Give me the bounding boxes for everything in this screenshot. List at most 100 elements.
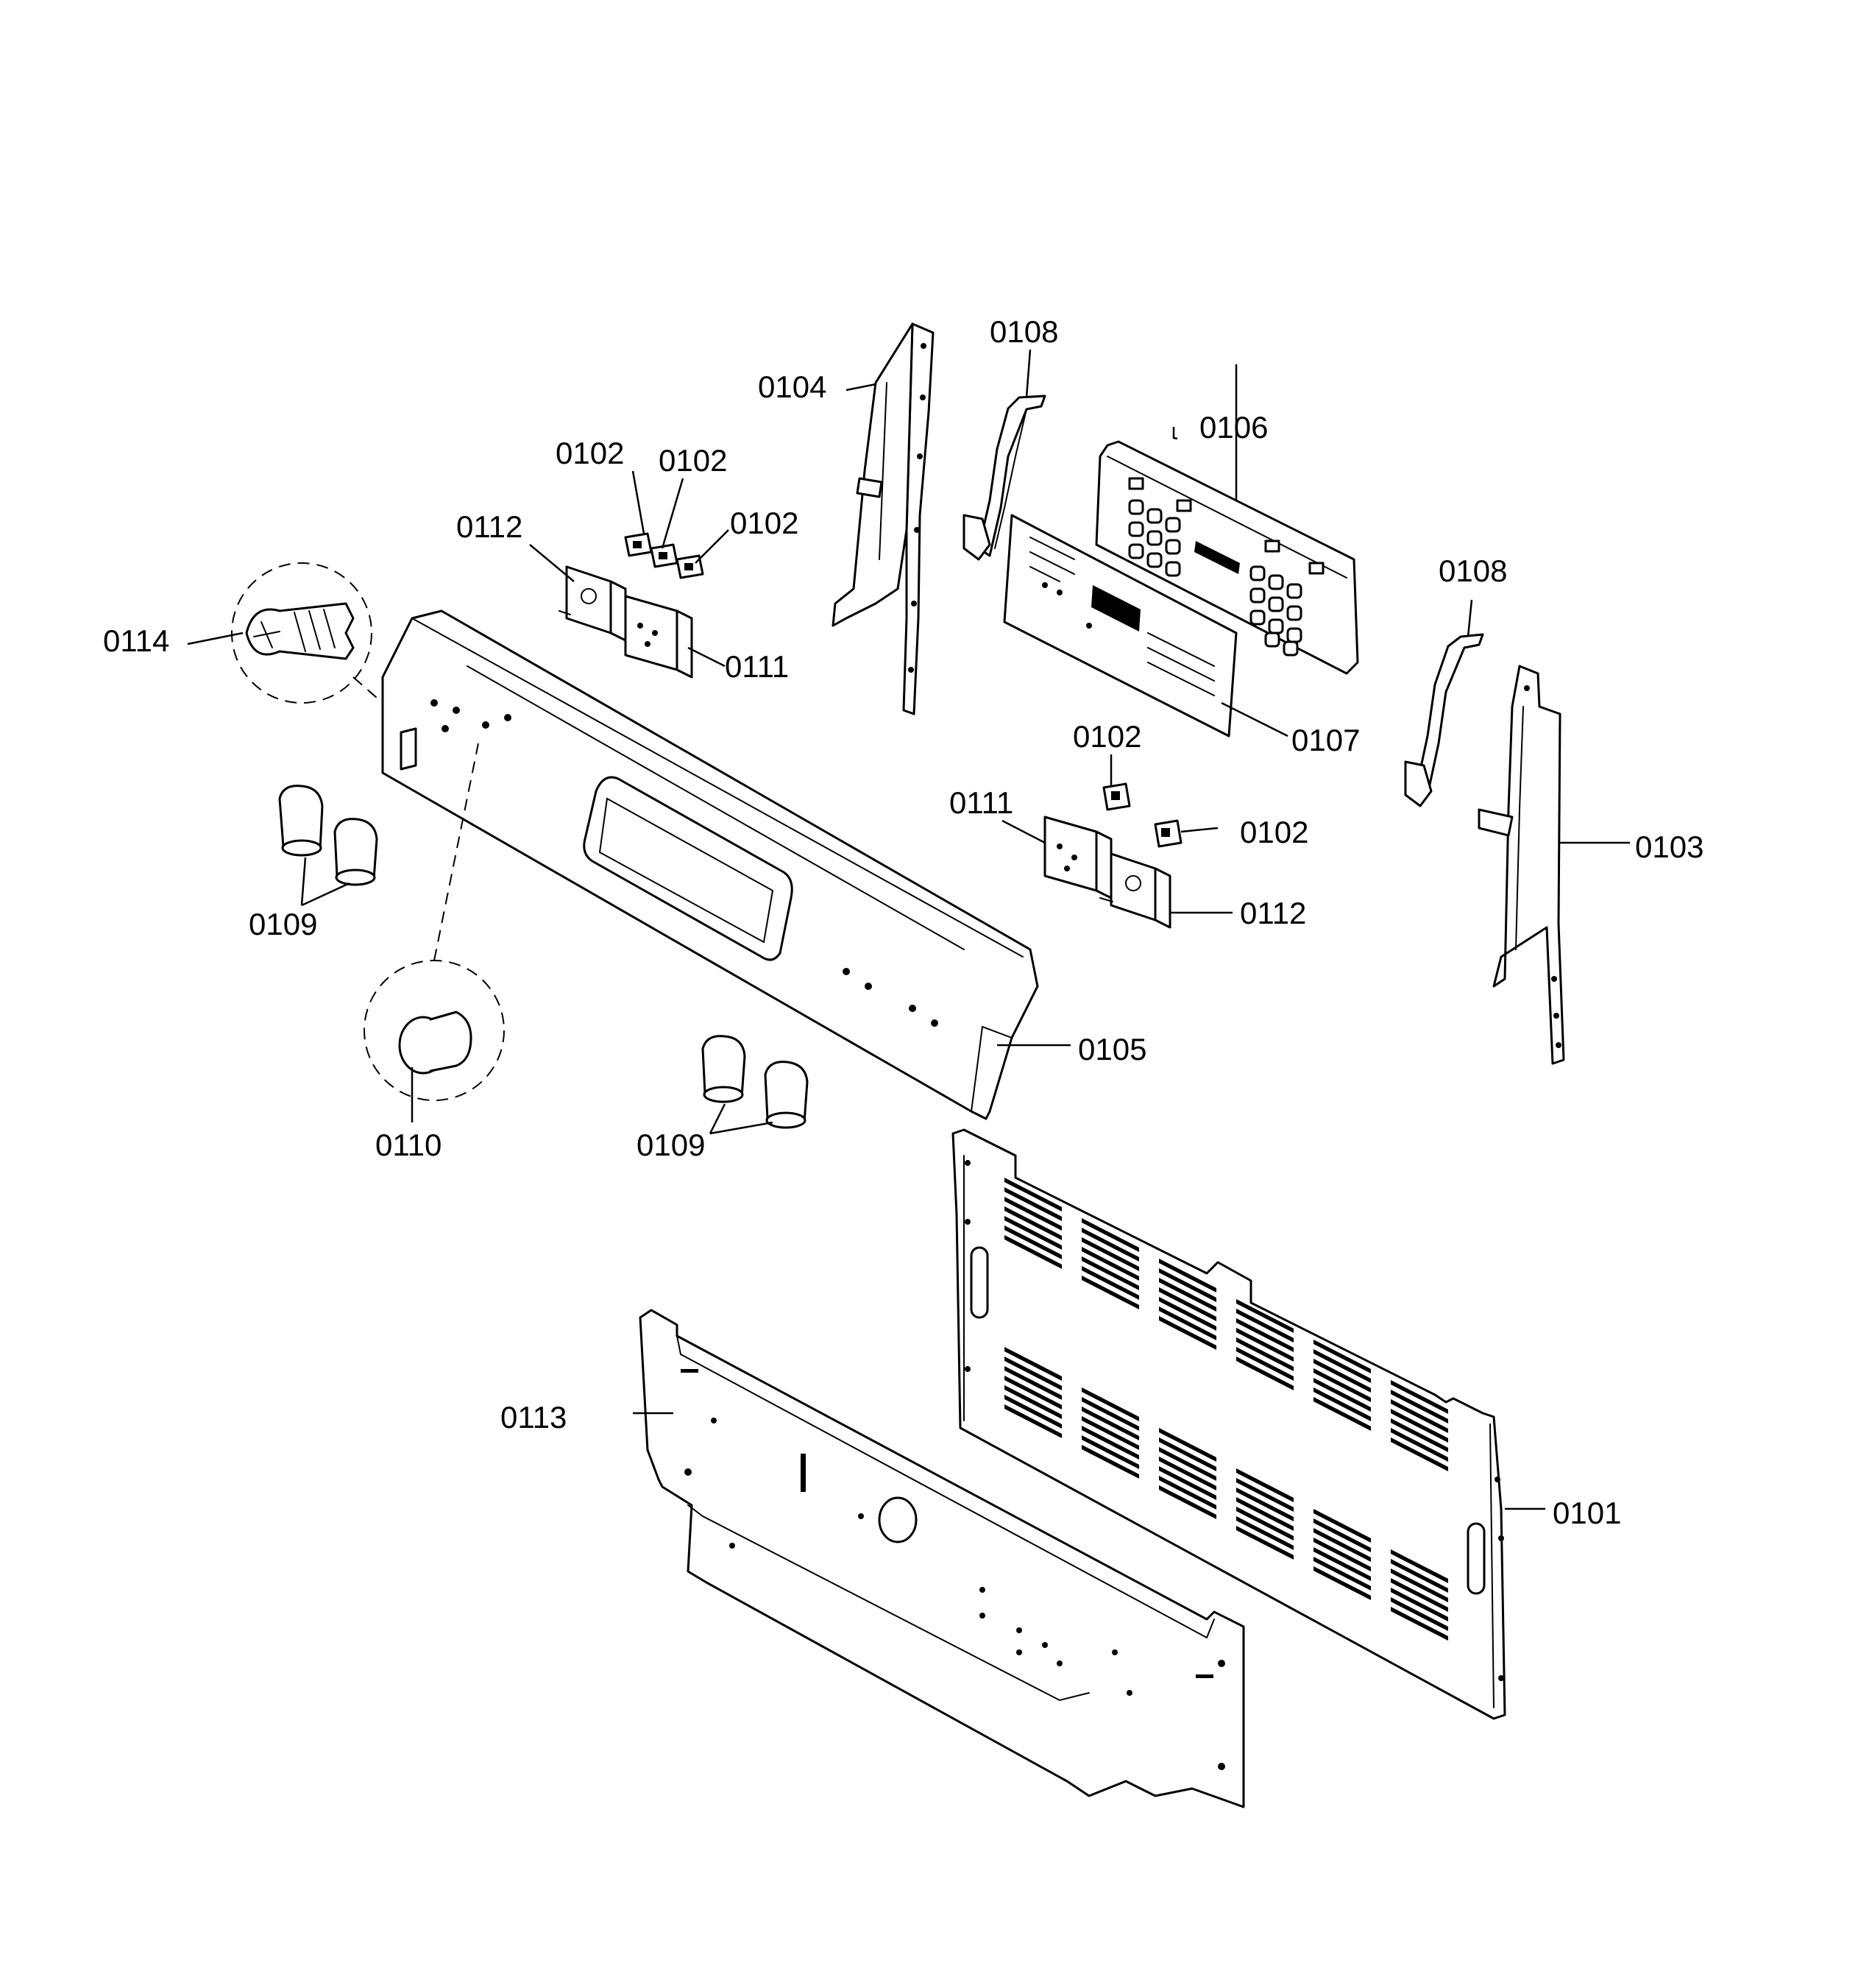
vent-slot: [1004, 1385, 1062, 1419]
vent-slot: [1236, 1507, 1294, 1540]
screw-detail: [231, 562, 413, 729]
side-bracket-right-part: [1478, 665, 1565, 1065]
board-button: [1286, 605, 1302, 621]
vent-slot: [1159, 1316, 1216, 1350]
callout-0101: 0101: [1553, 1496, 1621, 1530]
control-panel-part: [381, 609, 1039, 1120]
switch-cluster-top: [624, 532, 704, 579]
vent-slot: [1082, 1407, 1139, 1440]
board-display: [1194, 541, 1240, 574]
vent-slot: [1313, 1509, 1371, 1543]
vent-slot: [1082, 1445, 1139, 1479]
board-button: [1249, 565, 1266, 581]
board-button: [1128, 521, 1144, 537]
callout-0102-e: 0102: [1240, 815, 1308, 849]
board-button: [1146, 508, 1163, 524]
vent-slot: [1313, 1538, 1371, 1571]
vent-slot: [1391, 1390, 1448, 1423]
callout-0112-right: 0112: [1240, 896, 1306, 930]
vent-slot: [1391, 1380, 1448, 1414]
callout-0102-a: 0102: [556, 436, 624, 470]
knob-cap-detail: [364, 743, 505, 1101]
vent-slot: [1159, 1287, 1216, 1321]
vent-slot: [1391, 1559, 1448, 1593]
board-button: [1264, 632, 1280, 648]
vent-slot: [1313, 1349, 1371, 1383]
callout-0105: 0105: [1078, 1032, 1146, 1066]
vent-slot: [1004, 1404, 1062, 1438]
vent-slot: [1236, 1516, 1294, 1550]
board-button: [1128, 543, 1144, 559]
vent-slot: [1236, 1468, 1294, 1502]
vent-slot: [1236, 1526, 1294, 1560]
vent-slot: [1391, 1428, 1448, 1462]
vent-slot: [1159, 1466, 1216, 1500]
vent-slot: [1313, 1359, 1371, 1393]
infinite-switch-right-part: [1099, 852, 1171, 929]
callout-0107: 0107: [1291, 723, 1360, 757]
vent-slot: [1004, 1366, 1062, 1400]
vent-slot: [1004, 1187, 1062, 1221]
vent-slot: [1004, 1347, 1062, 1381]
vent-slot: [1391, 1418, 1448, 1452]
vent-slot: [1313, 1528, 1371, 1562]
callout-0111-right: 0111: [949, 785, 1013, 820]
vent-slot: [1159, 1278, 1216, 1312]
board-button: [1286, 583, 1302, 599]
board-button: [1268, 574, 1284, 590]
vent-slot: [1313, 1566, 1371, 1600]
control-switch-right-part: [1043, 816, 1113, 899]
vent-slot: [1082, 1276, 1139, 1309]
vent-slot: [1004, 1216, 1062, 1250]
callout-0110: 0110: [375, 1128, 442, 1162]
knob-pair-bottom-part: [701, 1035, 809, 1129]
callout-0111-top: 0111: [725, 649, 789, 684]
callout-0102-c: 0102: [730, 506, 798, 540]
leader-lines: [187, 349, 1630, 1510]
vent-slot: [1004, 1356, 1062, 1390]
callout-0109-left: 0109: [249, 907, 317, 941]
callout-0112-top: 0112: [456, 509, 522, 544]
control-board-part: [1095, 440, 1359, 675]
control-switch-top-part: [624, 595, 693, 679]
vent-slot: [1391, 1437, 1448, 1471]
board-button: [1286, 627, 1302, 643]
callout-0102-b: 0102: [659, 443, 727, 478]
vent-slot: [1313, 1368, 1371, 1402]
vent-slot: [1236, 1318, 1294, 1352]
vent-slot: [1159, 1476, 1216, 1510]
board-button: [1249, 609, 1266, 626]
vent-slot: [1004, 1225, 1062, 1259]
board-button: [1268, 596, 1284, 612]
vent-slot: [1082, 1435, 1139, 1469]
board-button: [1165, 517, 1181, 533]
vent-slot: [1391, 1597, 1448, 1631]
callout-0113: 0113: [500, 1400, 567, 1435]
vent-slot: [1082, 1426, 1139, 1460]
callout-0109-bottom: 0109: [637, 1128, 705, 1162]
vent-slot: [1159, 1437, 1216, 1471]
vent-slot: [1159, 1268, 1216, 1302]
board-button: [1249, 587, 1266, 604]
vent-slot: [1082, 1256, 1139, 1290]
vent-slot: [1313, 1387, 1371, 1421]
vent-slot: [1391, 1568, 1448, 1602]
board-button: [1128, 499, 1144, 515]
vent-slot: [1313, 1397, 1371, 1431]
lower-mounting-panel-part: [639, 1309, 1245, 1808]
vent-slot: [1082, 1387, 1139, 1421]
vent-slot: [1159, 1259, 1216, 1292]
vent-slot: [1159, 1485, 1216, 1519]
vent-slot: [1159, 1447, 1216, 1481]
vent-slot: [1159, 1428, 1216, 1462]
board-button: [1146, 530, 1163, 546]
callout-0114: 0114: [103, 623, 169, 658]
vent-slot: [1391, 1578, 1448, 1612]
wire-clip-top-part: [962, 395, 1046, 561]
vent-slot: [1082, 1416, 1139, 1450]
vent-slot: [1082, 1218, 1139, 1252]
vent-slot: [1391, 1399, 1448, 1433]
callout-0103: 0103: [1635, 829, 1703, 864]
knob-pair-left-part: [278, 785, 378, 886]
